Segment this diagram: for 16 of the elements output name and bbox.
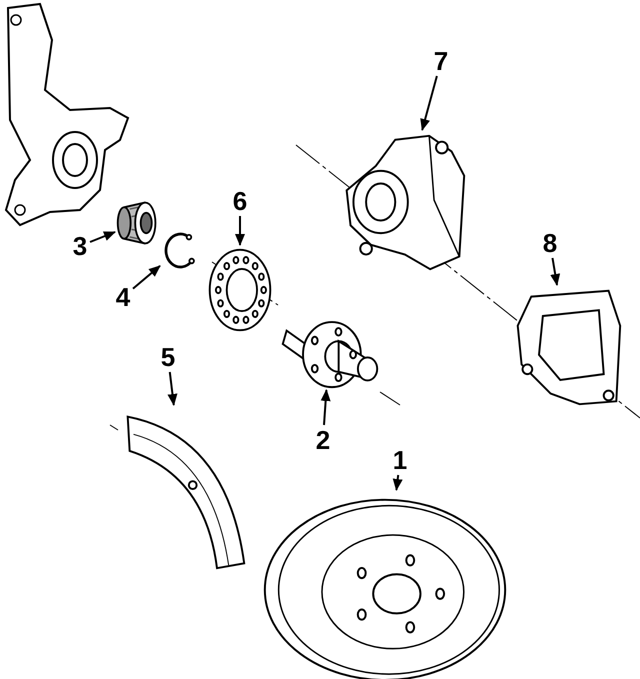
callout-number: 5: [158, 342, 178, 372]
callout-number: 7: [431, 46, 451, 76]
leader-line: [90, 231, 116, 243]
callout-number: 1: [390, 445, 410, 475]
callout-number: 4: [113, 282, 133, 312]
callout-number: 2: [313, 425, 333, 455]
callout-number: 3: [70, 231, 90, 261]
leader-line: [235, 216, 245, 246]
leader-line: [392, 474, 403, 491]
leader-line: [550, 258, 560, 286]
callout-number: 8: [540, 228, 560, 258]
leader-line: [320, 389, 331, 426]
leader-line: [420, 76, 438, 131]
callout-number: 6: [230, 186, 250, 216]
leader-line: [168, 372, 178, 406]
leader-line: [132, 265, 161, 290]
